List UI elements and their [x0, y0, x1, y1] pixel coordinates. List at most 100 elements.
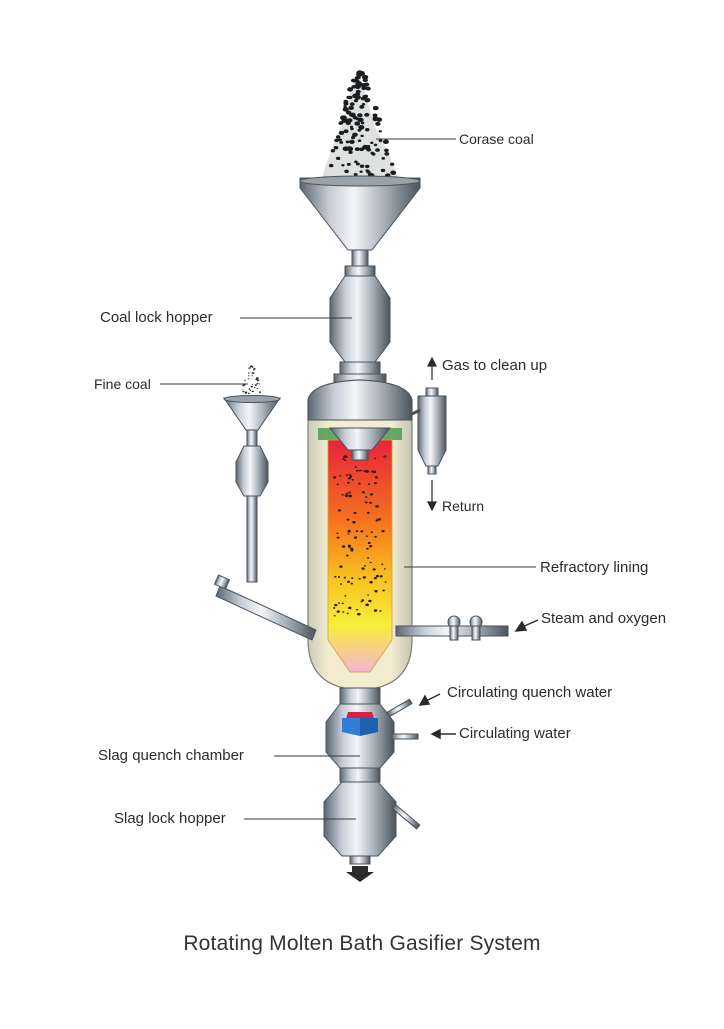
- fine-coal-particle: [253, 387, 256, 389]
- bath-particle: [363, 470, 366, 473]
- coal-particle: [348, 150, 353, 154]
- coal-particle: [359, 170, 363, 174]
- fine-coal-particle: [247, 372, 250, 374]
- bath-particle: [344, 455, 348, 458]
- coal-particle: [360, 72, 365, 76]
- fine-coal-particle: [256, 379, 259, 382]
- coal-particle: [355, 93, 360, 97]
- fine-coal-particle: [249, 367, 252, 369]
- coal-particle: [328, 163, 334, 168]
- label-circulating-quench-water: Circulating quench water: [447, 684, 613, 701]
- bath-particle: [374, 590, 378, 593]
- coal-particle: [375, 148, 380, 152]
- coal-particle: [351, 85, 356, 89]
- coal-particle: [365, 86, 371, 91]
- bath-particle: [337, 509, 341, 512]
- bath-particle: [365, 603, 369, 607]
- bath-particle: [373, 577, 377, 580]
- coal-particle: [361, 102, 366, 106]
- bath-particle: [379, 610, 382, 612]
- bath-particle: [355, 608, 359, 611]
- coal-particle: [344, 169, 349, 174]
- bath-particle: [347, 529, 351, 533]
- bath-particle: [341, 494, 344, 496]
- fine-coal-particle: [251, 383, 254, 385]
- bath-particle: [351, 577, 354, 580]
- coal-particle: [382, 139, 389, 144]
- slag-quench-chamber: [325, 687, 419, 783]
- coal-particle: [356, 79, 360, 83]
- bath-particle: [367, 594, 369, 596]
- fine-coal-particle: [248, 388, 251, 390]
- coal-particle: [365, 164, 370, 169]
- bath-particle: [369, 545, 373, 548]
- bath-particle: [357, 612, 361, 616]
- coal-particle: [372, 105, 379, 111]
- bath-particle: [381, 563, 384, 566]
- bath-particle: [383, 455, 387, 458]
- bath-particle: [345, 474, 349, 477]
- slag-lock-hopper: [323, 781, 421, 882]
- bath-particle: [365, 470, 369, 473]
- bath-particle: [369, 580, 373, 584]
- coal-particle: [378, 139, 383, 143]
- coal-particle: [360, 134, 364, 138]
- bath-particle: [370, 531, 373, 533]
- bath-particle: [353, 536, 358, 539]
- bath-particle: [384, 568, 386, 570]
- coal-particle: [355, 121, 360, 126]
- coal-particle: [358, 125, 365, 130]
- fine-coal-particle: [256, 388, 259, 390]
- coal-particle: [364, 112, 370, 117]
- bath-particle: [341, 602, 344, 605]
- label-gas-to-clean-up: Gas to clean up: [442, 357, 548, 374]
- coal-particle: [357, 139, 362, 143]
- coal-particle: [355, 162, 360, 166]
- coal-feed-funnel: [299, 175, 421, 269]
- coal-particle: [370, 141, 374, 145]
- bath-particle: [350, 582, 353, 585]
- bath-particle: [367, 541, 371, 545]
- coal-particle: [346, 118, 353, 123]
- bath-particle: [348, 474, 352, 477]
- label-fine-coal: Fine coal: [94, 376, 151, 392]
- bath-particle: [381, 529, 385, 533]
- bath-particle: [336, 532, 339, 535]
- bath-particle: [337, 602, 341, 604]
- fine-coal-particle: [245, 391, 248, 394]
- bath-particle: [334, 575, 337, 578]
- bath-particle: [347, 544, 351, 548]
- coal-particle: [363, 78, 368, 82]
- bath-particle: [333, 615, 336, 617]
- coal-particle: [338, 138, 342, 142]
- steam-oxygen-inlet: [395, 615, 509, 641]
- label-slag-lock-hopper: Slag lock hopper: [114, 810, 226, 827]
- bath-particle: [339, 474, 342, 477]
- bath-particle: [374, 457, 377, 460]
- label-coarse-coal: Corase coal: [459, 131, 534, 147]
- bath-particle: [354, 466, 357, 468]
- fine-coal-particle: [247, 378, 250, 380]
- bath-particle: [342, 458, 345, 460]
- fine-coal-particle: [256, 377, 259, 379]
- bath-particle: [366, 511, 370, 514]
- coal-particle: [390, 170, 397, 175]
- coal-particle: [336, 156, 341, 160]
- bath-particle: [337, 576, 341, 578]
- coal-particle: [349, 102, 355, 106]
- label-coal-lock-hopper: Coal lock hopper: [100, 309, 213, 326]
- label-slag-quench-chamber: Slag quench chamber: [98, 747, 244, 764]
- bath-particle: [347, 533, 350, 535]
- bath-particle: [384, 581, 387, 583]
- coal-particle: [372, 113, 378, 118]
- bath-particle: [350, 547, 354, 551]
- fine-coal-particle: [249, 390, 252, 392]
- bath-particle: [334, 603, 338, 607]
- coal-particle: [348, 105, 354, 110]
- coal-particle: [350, 127, 354, 131]
- bath-particle: [339, 583, 342, 585]
- coal-particle: [345, 110, 352, 115]
- fine-coal-particle: [244, 379, 246, 381]
- bath-particle: [375, 505, 379, 508]
